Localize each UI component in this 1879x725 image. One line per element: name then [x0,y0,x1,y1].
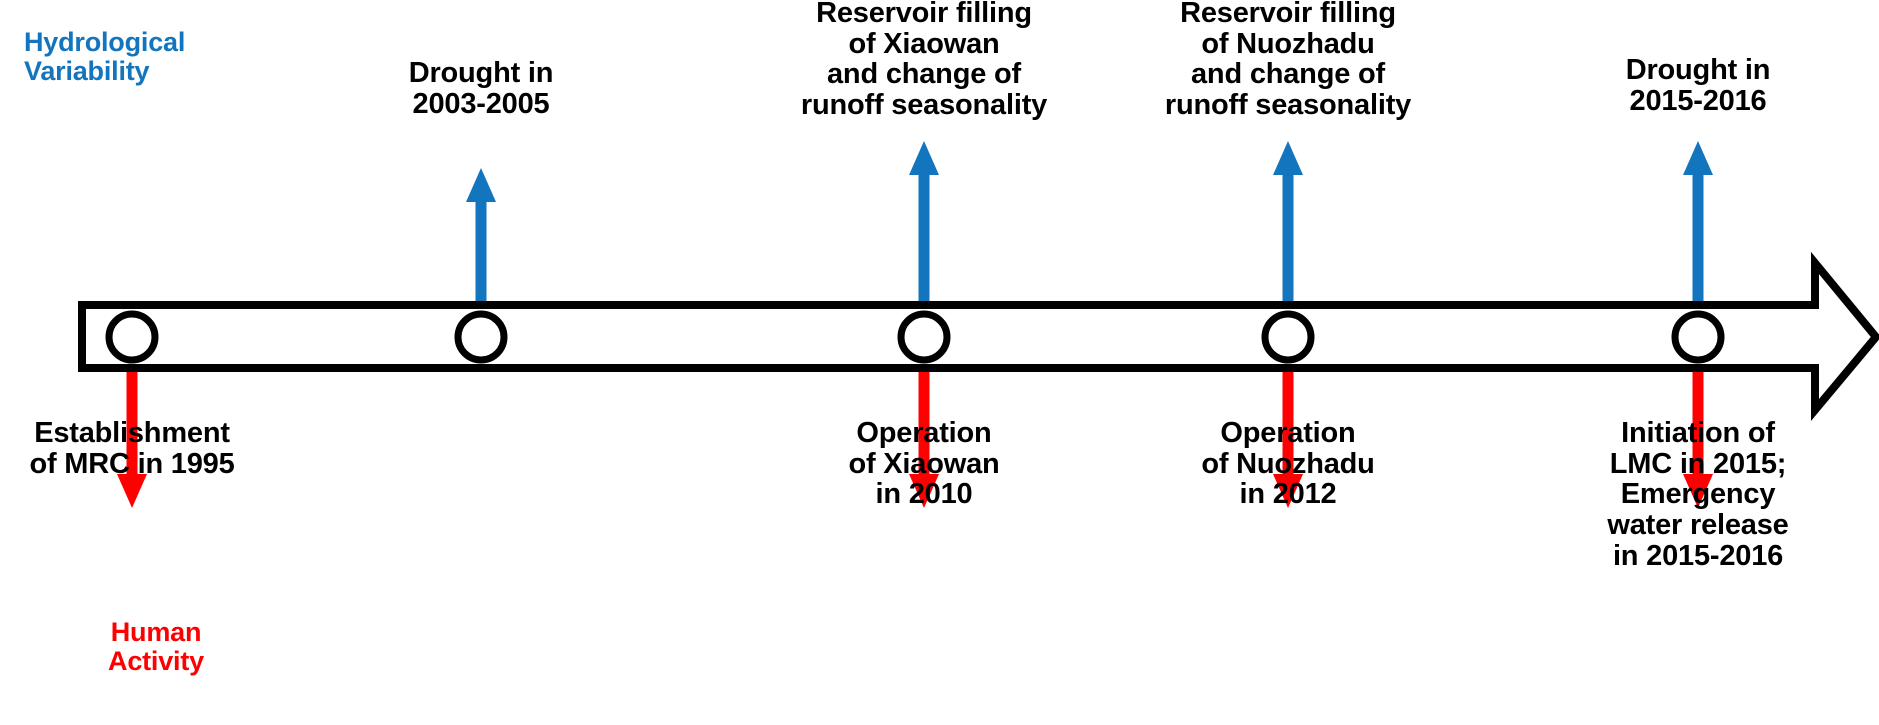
event-label-drought-2015-2016: Drought in 2015-2016 [1625,54,1771,117]
timeline-axis-arrow [78,251,1879,422]
event-label-nuozhadu-operation-2012: Operation of Nuozhadu in 2012 [1201,417,1375,511]
arrow-head-drought-2015-2016 [1683,141,1713,175]
arrow-head-drought-2003-2005 [466,168,496,202]
event-marker-marker-1995[interactable] [105,310,159,364]
event-label-mrc-1995: Establishment of MRC in 1995 [29,417,235,480]
arrow-head-xiaowan-filling [909,141,939,175]
event-label-drought-2003-2005: Drought in 2003-2005 [408,57,554,120]
event-marker-marker-2012[interactable] [1261,310,1315,364]
event-label-nuozhadu-filling: Reservoir filling of Nuozhadu and change… [1164,0,1412,122]
event-label-xiaowan-filling: Reservoir filling of Xiaowan and change … [800,0,1048,122]
arrow-head-mrc-1995 [117,474,147,508]
arrow-head-xiaowan-operation-2010 [909,474,939,508]
legend-hydrological-variability: Hydrological Variability [24,27,186,86]
event-marker-marker-2003[interactable] [454,310,508,364]
arrow-head-lmc-2015 [1683,474,1713,508]
event-marker-marker-2015[interactable] [1671,310,1725,364]
arrow-head-nuozhadu-filling [1273,141,1303,175]
arrow-head-nuozhadu-operation-2012 [1273,474,1303,508]
legend-human-activity: Human Activity [108,617,204,676]
event-label-lmc-2015: Initiation of LMC in 2015; Emergency wat… [1607,417,1789,572]
event-marker-marker-2010[interactable] [897,310,951,364]
event-label-xiaowan-operation-2010: Operation of Xiaowan in 2010 [848,417,1000,511]
